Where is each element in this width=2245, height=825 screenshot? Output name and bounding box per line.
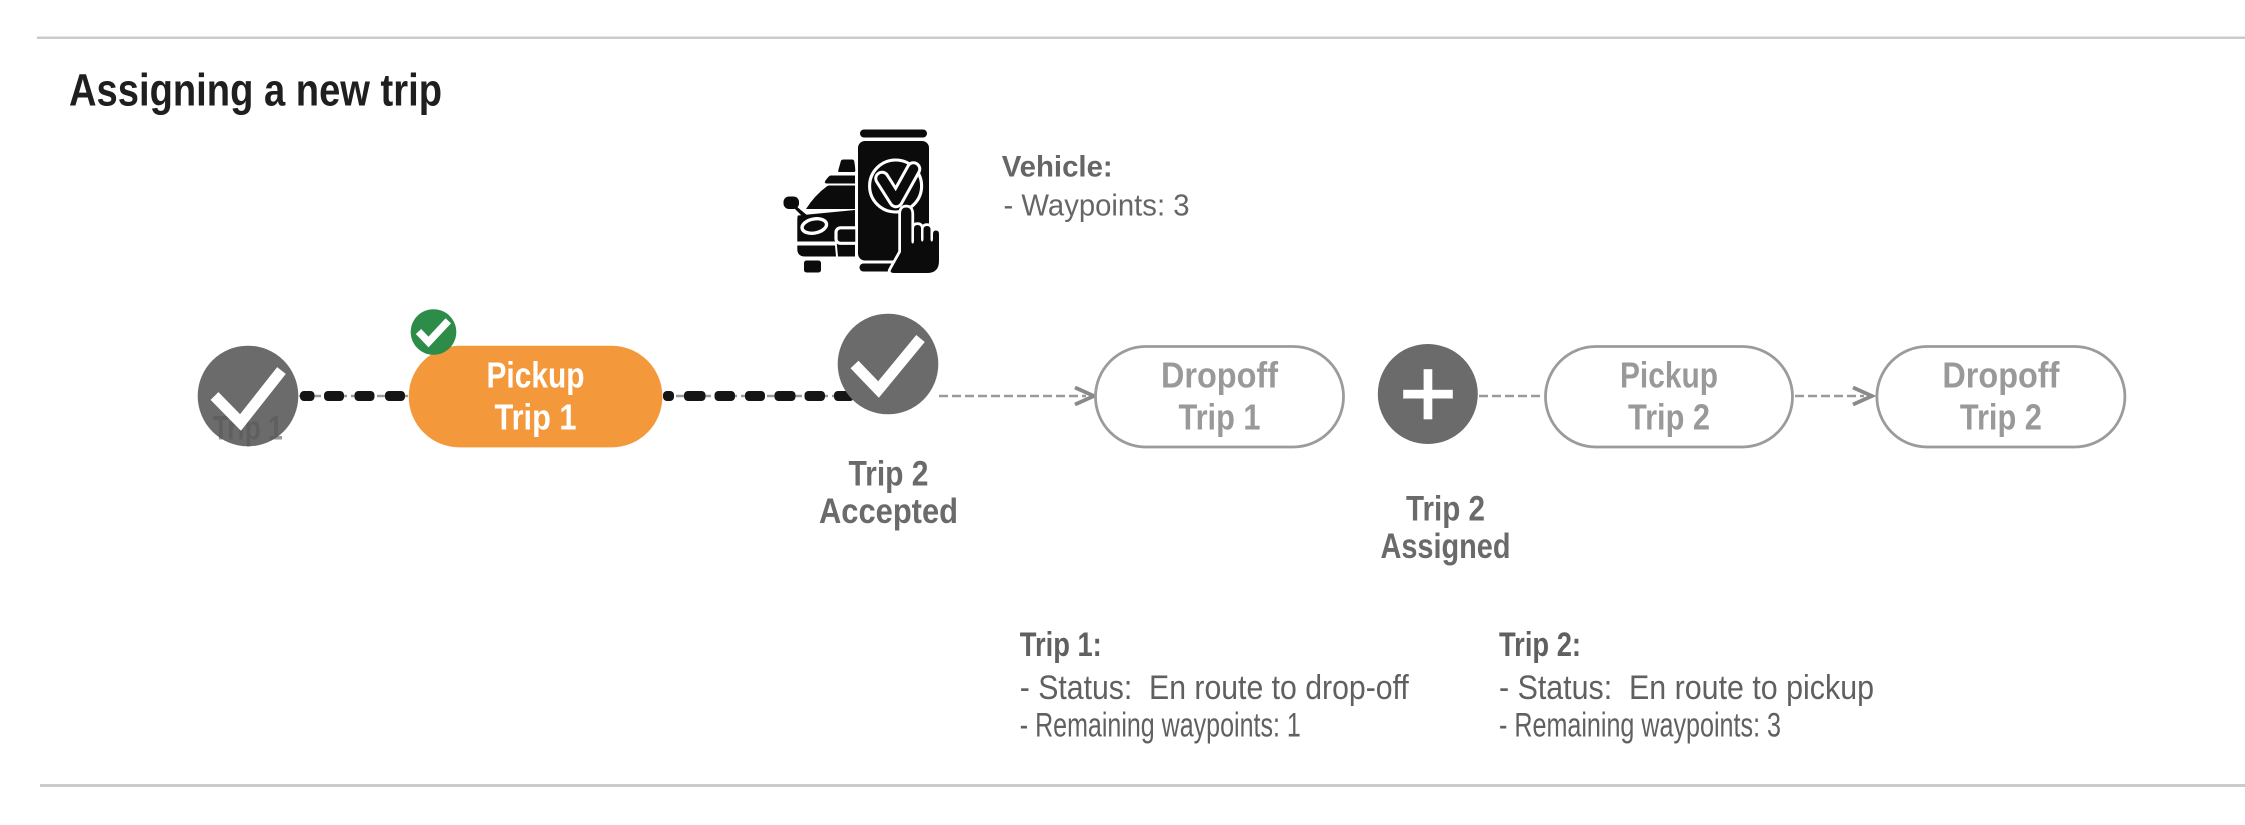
svg-text:Vehicle:: Vehicle: bbox=[1002, 151, 1113, 184]
svg-text:Trip 2: Trip 2 bbox=[1628, 397, 1710, 438]
svg-text:Dropoff: Dropoff bbox=[1942, 355, 2060, 396]
svg-text:- Status: En route to drop-of: - Status: En route to drop-off bbox=[1020, 669, 1409, 707]
svg-text:Trip 2:: Trip 2: bbox=[1499, 626, 1581, 664]
svg-text:Trip 2: Trip 2 bbox=[1406, 490, 1485, 529]
svg-text:Trip 1: Trip 1 bbox=[495, 397, 577, 438]
svg-text:- Remaining waypoints: 3: - Remaining waypoints: 3 bbox=[1499, 707, 1781, 745]
svg-text:- Waypoints: 3: - Waypoints: 3 bbox=[1004, 188, 1190, 223]
svg-text:Assigning a new trip: Assigning a new trip bbox=[69, 65, 442, 116]
svg-text:Trip 1:: Trip 1: bbox=[1020, 626, 1102, 664]
svg-text:Pickup: Pickup bbox=[487, 355, 585, 396]
svg-text:Pickup: Pickup bbox=[1620, 355, 1718, 396]
svg-text:Assigned: Assigned bbox=[1381, 527, 1511, 566]
svg-text:Trip 2: Trip 2 bbox=[849, 455, 929, 494]
svg-text:Trip 1: Trip 1 bbox=[1179, 397, 1261, 438]
svg-text:Trip 2: Trip 2 bbox=[1960, 397, 2042, 438]
svg-text:- Remaining waypoints: 1: - Remaining waypoints: 1 bbox=[1020, 707, 1301, 745]
svg-text:Accepted: Accepted bbox=[819, 492, 958, 531]
svg-text:Dropoff: Dropoff bbox=[1161, 355, 1279, 396]
svg-text:- Status: En route to pickup: - Status: En route to pickup bbox=[1499, 669, 1874, 707]
